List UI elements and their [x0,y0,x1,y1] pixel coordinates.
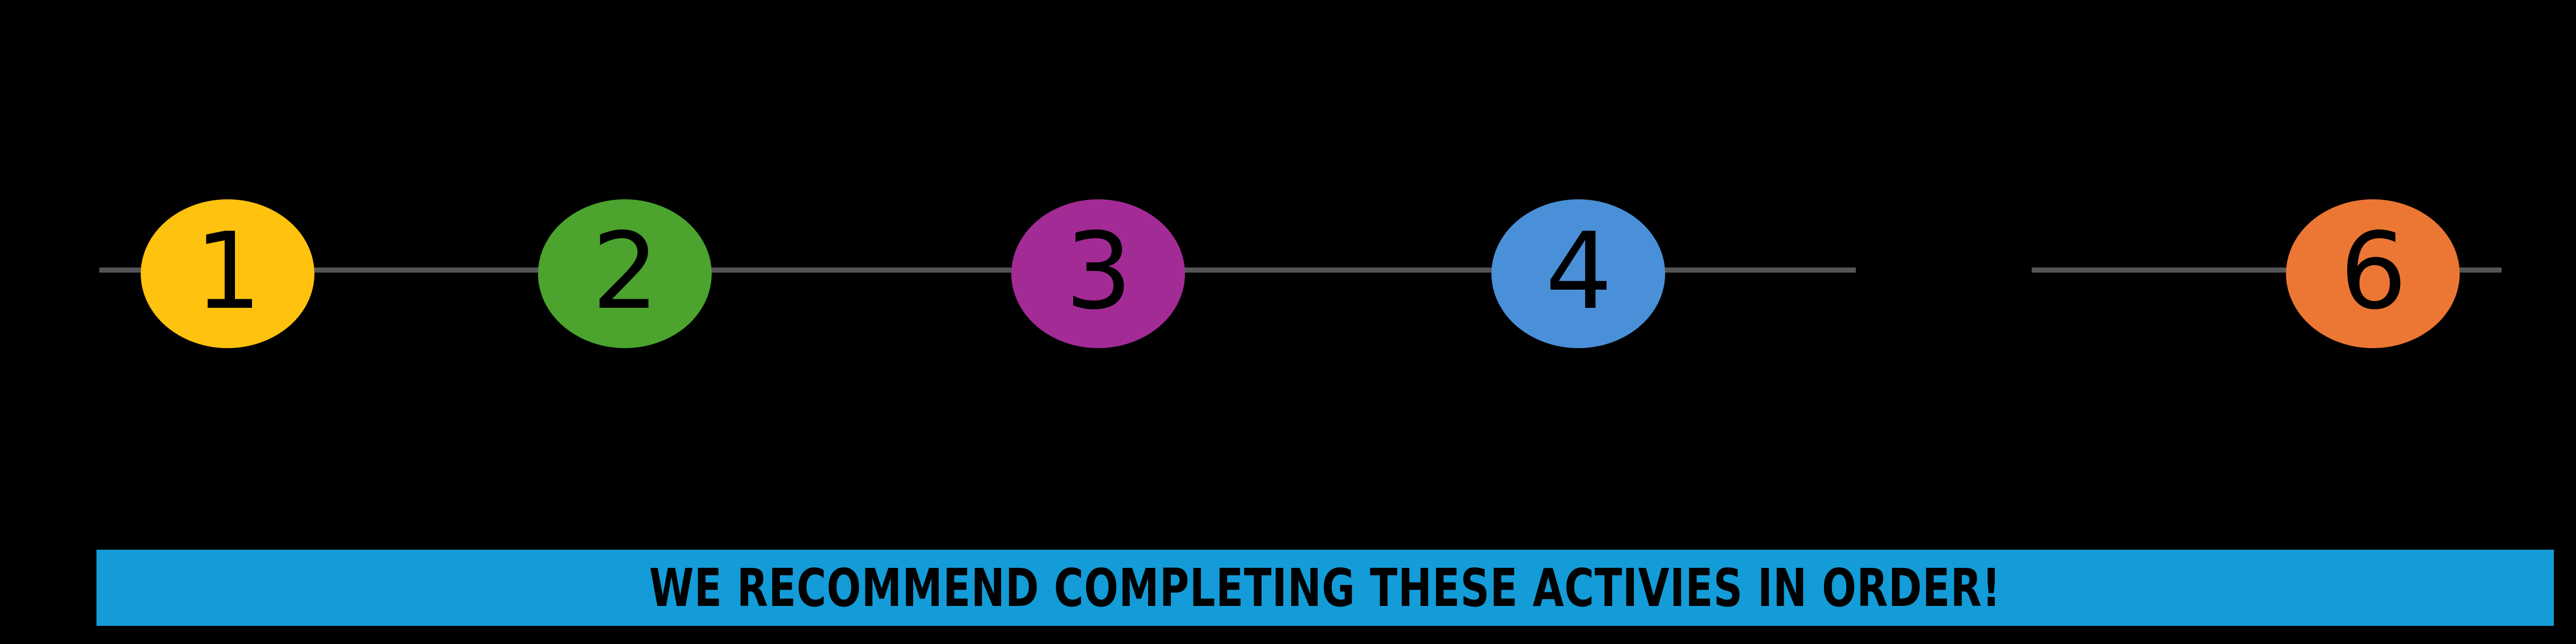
timeline-connector-4 [1657,267,1856,273]
timeline-node-1[interactable]: 1 [141,199,314,348]
timeline-connector-2 [704,267,1019,273]
timeline-node-label-3: 3 [1065,210,1132,333]
timeline-node-label-2: 2 [591,210,659,333]
timeline-node-2[interactable]: 2 [538,199,712,348]
recommendation-banner-text: WE RECOMMEND COMPLETING THESE ACTIVIES I… [649,557,2001,618]
timeline-connector-0 [99,267,153,273]
timeline-node-label-6: 6 [2339,210,2407,333]
timeline-node-4[interactable]: 4 [1491,199,1665,348]
timeline-node-label-4: 4 [1545,210,1612,333]
timeline-node-3[interactable]: 3 [1011,199,1185,348]
timeline-connector-3 [1178,267,1498,273]
timeline-connector-1 [306,267,545,273]
timeline-connector-5 [2032,267,2293,273]
timeline-node-6[interactable]: 6 [2286,199,2460,348]
timeline-node-label-1: 1 [194,210,262,333]
activity-order-timeline: 1 2 3 4 5 6 [99,199,2502,348]
recommendation-banner: WE RECOMMEND COMPLETING THESE ACTIVIES I… [96,550,2554,626]
